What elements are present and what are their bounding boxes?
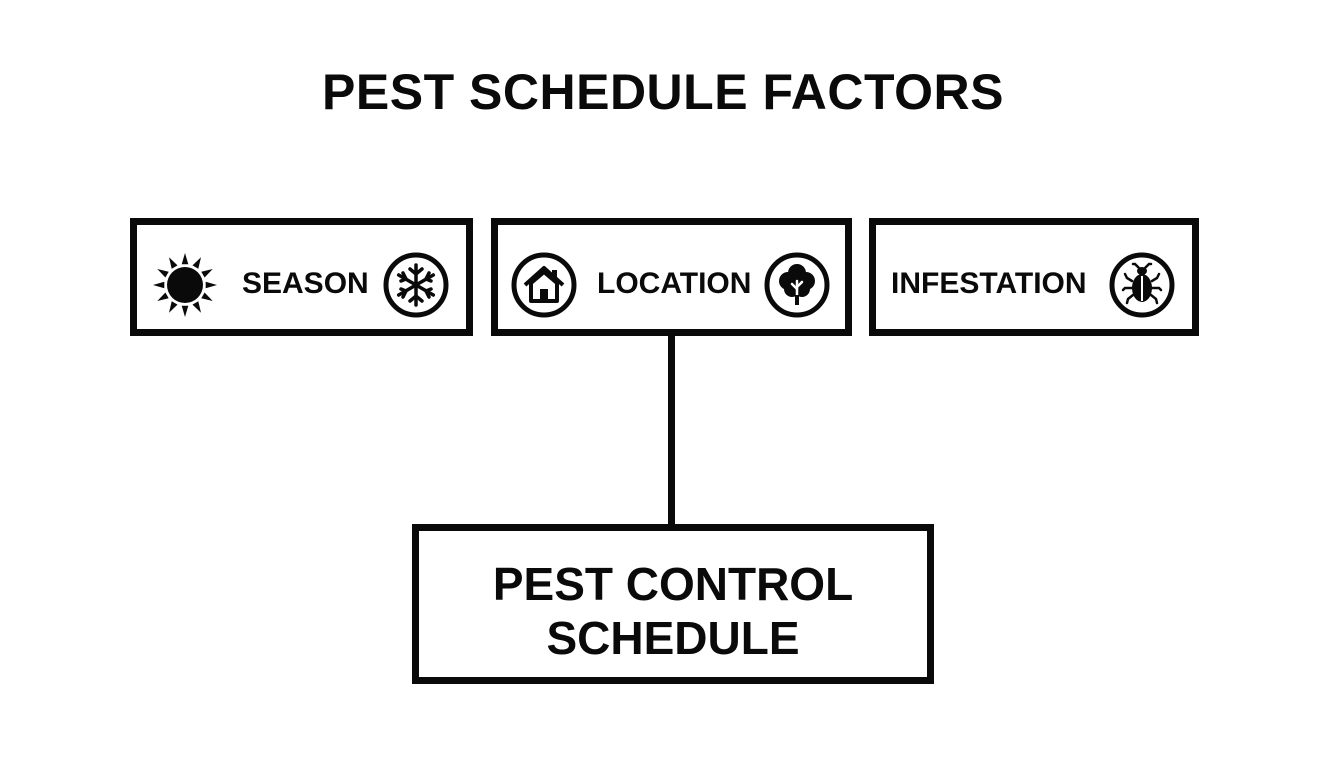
pest-control-schedule-box: PEST CONTROL SCHEDULE — [412, 524, 934, 684]
tree-icon — [763, 251, 831, 319]
season-label: SEASON — [242, 267, 369, 300]
season-factor-box: SEASON — [130, 218, 473, 336]
result-label: PEST CONTROL SCHEDULE — [419, 557, 927, 665]
location-label: LOCATION — [597, 267, 752, 300]
location-factor-box: LOCATION — [491, 218, 852, 336]
infestation-factor-box: INFESTATION — [869, 218, 1199, 336]
bug-icon — [1108, 251, 1176, 319]
house-icon — [510, 251, 578, 319]
connector-line — [668, 336, 675, 526]
result-label-line-2: SCHEDULE — [546, 612, 800, 664]
infestation-label: INFESTATION — [891, 267, 1087, 300]
diagram-title: PEST SCHEDULE FACTORS — [322, 64, 1004, 120]
result-label-line-1: PEST CONTROL — [492, 558, 854, 610]
sun-icon — [151, 251, 219, 319]
snowflake-icon — [382, 251, 450, 319]
